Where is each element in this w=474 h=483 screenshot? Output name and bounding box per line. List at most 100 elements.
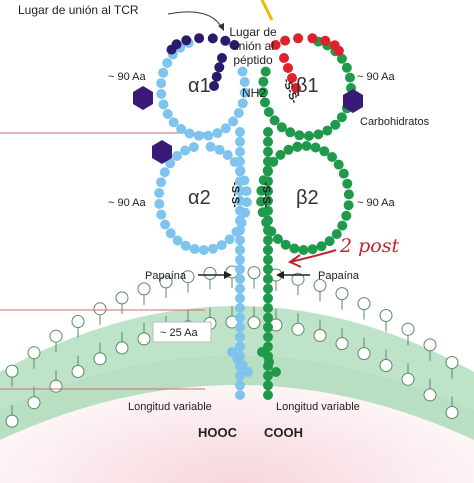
beta-chain-residue (263, 380, 273, 391)
arrow-head-icon (276, 271, 284, 279)
lipid-head (445, 406, 459, 419)
beta-chain-residue (275, 149, 286, 160)
alpha-chain-residue (235, 341, 245, 352)
beta2-label: β2 (296, 187, 319, 209)
beta-chain-residue (263, 303, 273, 313)
binding-residue-red (307, 33, 318, 44)
yellow-highlight-mark (260, 0, 274, 21)
alpha-chain-residue (239, 77, 250, 87)
carbohydrate-icon (152, 140, 172, 164)
beta-chain-residue (341, 62, 352, 73)
alpha-chain-residue (220, 123, 231, 134)
alpha-chain-residue (235, 293, 245, 304)
cell-membrane (0, 265, 474, 440)
beta-chain-residue (345, 72, 355, 83)
beta-chain-residue (263, 195, 273, 206)
beta-chain (256, 36, 356, 400)
alpha-chain-residue (208, 243, 218, 254)
alpha-chain-residue (235, 312, 245, 323)
alpha-chain-residue (193, 130, 204, 141)
beta-chain-residue (316, 241, 327, 252)
lipid-head (137, 332, 151, 346)
alpha-chain-residue (235, 205, 245, 216)
variable-length-right-label: Longitud variable (276, 401, 360, 413)
beta-chain-residue (257, 347, 267, 357)
beta-chain-residue (263, 283, 273, 294)
disulfide-alpha2-label: -S-S- (229, 182, 241, 208)
beta-chain-residue (263, 235, 273, 246)
lipid-head (357, 347, 371, 361)
beta-chain-residue (292, 141, 303, 152)
cooh-label: COOH (264, 425, 303, 440)
alpha-chain-residue (235, 245, 245, 255)
alpha-chain-residue (235, 380, 245, 391)
carbohydrate-icon (343, 89, 363, 113)
lipid-head (335, 287, 349, 301)
beta-chain-residue (263, 136, 273, 147)
beta-chain-residue (263, 254, 273, 265)
beta-chain-residue (343, 189, 354, 200)
lipid-head (291, 322, 305, 336)
lipid-head (137, 282, 151, 296)
beta1-label: β1 (296, 75, 319, 97)
binding-residue-dark (214, 62, 225, 73)
beta-chain-residue (307, 244, 318, 255)
beta-chain-residue (337, 220, 348, 231)
alpha-chain-residue (239, 87, 250, 98)
beta-chain-residue (327, 152, 338, 162)
peptide-site-label-1: Lugar de (229, 25, 277, 39)
alpha-chain-residue (188, 142, 199, 153)
alpha-chain-residue (212, 128, 223, 139)
papain-right-label: Papaína (318, 270, 360, 282)
tcr-arrow (167, 11, 223, 29)
alpha-chain-residue (243, 367, 253, 377)
alpha-chain-residue (235, 322, 245, 333)
alpha-chain-residue (156, 78, 167, 89)
alpha-chain-residue (180, 240, 191, 251)
beta-chain-residue (269, 115, 280, 126)
lipid-head (71, 365, 85, 378)
aa-mid-right-label: ~ 90 Aa (357, 197, 396, 209)
alpha-chain-residue (159, 167, 170, 178)
beta-chain-residue (331, 229, 342, 240)
beta-chain-residue (338, 168, 349, 179)
alpha-chain-residue (235, 235, 245, 246)
beta-chain-residue (263, 176, 273, 187)
lipid-head (401, 372, 415, 386)
beta-chain-residue (258, 87, 269, 98)
lipid-head (445, 356, 459, 369)
aa-membrane-label: ~ 25 Aa (160, 327, 199, 339)
beta-chain-residue (263, 332, 273, 342)
beta-chain-residue (336, 53, 347, 64)
annotation-arrow-head (287, 254, 302, 268)
beta-chain-residue (263, 322, 273, 333)
beta-chain-residue (298, 245, 309, 255)
binding-residue-red (293, 33, 304, 44)
binding-residue-red (320, 35, 331, 46)
alpha-chain-residue (189, 244, 200, 254)
alpha-chain-residue (235, 186, 245, 196)
alpha-chain-residue (154, 198, 165, 209)
tcr-binding-site-label: Lugar de unión al TCR (18, 3, 139, 17)
alpha-chain-residue (235, 264, 245, 275)
beta-chain-residue (263, 390, 273, 400)
binding-residue-dark (171, 39, 182, 50)
beta-chain-residue (272, 234, 283, 244)
alpha-chain-residue (227, 347, 237, 357)
lipid-head (93, 352, 107, 366)
beta-chain-residue (263, 370, 273, 381)
alpha-chain-residue (172, 235, 183, 246)
beta-chain-residue (263, 156, 273, 167)
binding-residue-dark (194, 33, 205, 44)
beta-chain-residue (263, 107, 274, 117)
alpha-chain-residue (216, 240, 227, 251)
beta-chain-residue (313, 129, 324, 140)
alpha1-label: α1 (188, 75, 211, 97)
alpha-chain-residue (233, 108, 244, 118)
beta-chain-residue (294, 130, 305, 141)
lipid-head (93, 302, 107, 316)
alpha-chain-residue (156, 177, 167, 188)
lipid-head (247, 316, 261, 330)
alpha-chain-residue (156, 209, 167, 220)
beta-chain-residue (280, 239, 291, 250)
